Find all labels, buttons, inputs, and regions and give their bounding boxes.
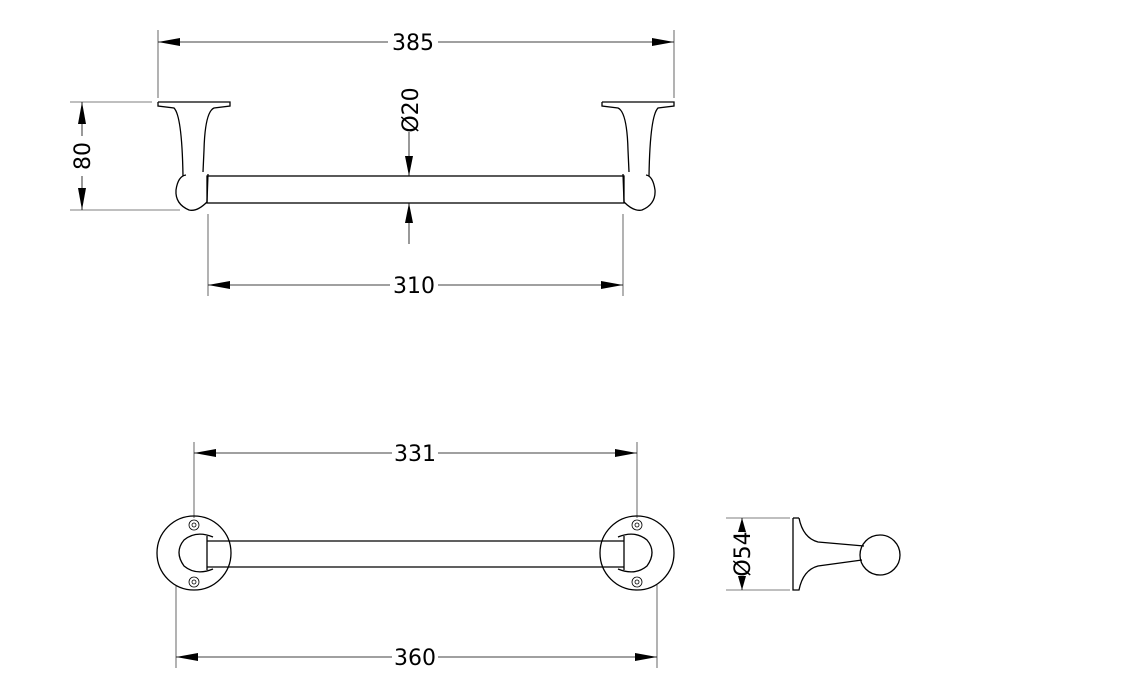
dim-bottom-overall-label: 360 <box>394 646 436 671</box>
dim-overall-width-label: 385 <box>392 31 434 56</box>
left-rose <box>156 515 232 591</box>
dim-bar-diameter: Ø20 <box>399 87 424 244</box>
dim-flange-diameter-label: Ø54 <box>731 531 756 576</box>
left-bracket <box>157 101 231 211</box>
dim-height: 80 <box>71 102 96 210</box>
right-rose <box>599 515 675 591</box>
dim-flange-diameter: Ø54 <box>731 518 756 590</box>
dim-center-distance: 331 <box>194 442 637 467</box>
dim-inner-width-label: 310 <box>393 274 435 299</box>
dim-center-distance-label: 331 <box>394 442 436 467</box>
dim-inner-width: 310 <box>208 274 623 299</box>
towel-bar <box>206 175 625 204</box>
side-view: Ø54 <box>726 517 901 591</box>
dim-bottom-overall: 360 <box>176 646 657 671</box>
dim-overall-width: 385 <box>158 31 674 56</box>
plan-view: 331 360 <box>156 442 675 671</box>
dim-height-label: 80 <box>71 142 96 170</box>
front-view: 385 80 Ø20 310 <box>70 30 675 299</box>
dim-bar-diameter-label: Ø20 <box>399 87 424 132</box>
right-bracket <box>601 101 675 211</box>
